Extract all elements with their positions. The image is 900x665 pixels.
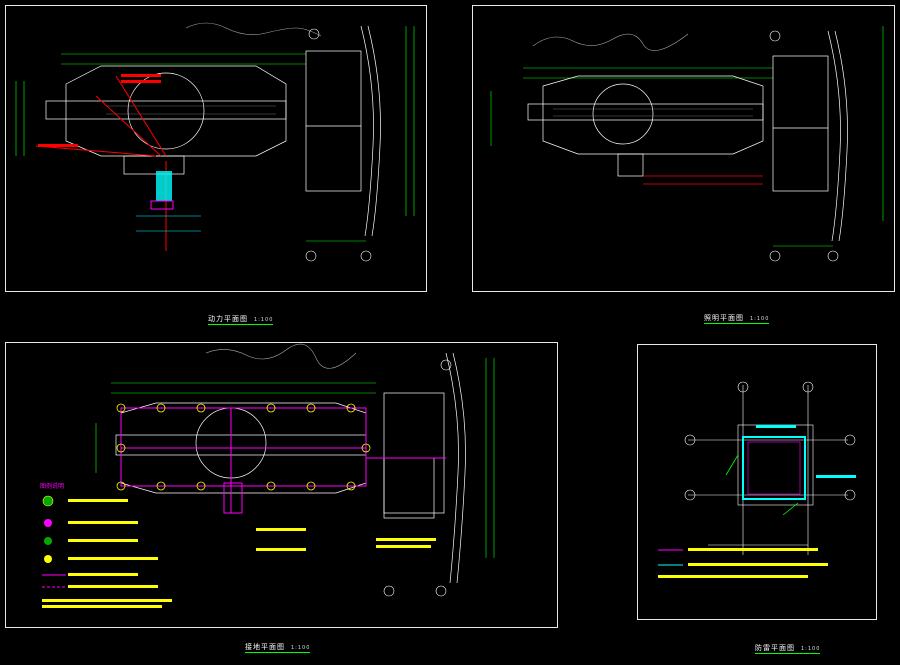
legend-heading: 图例说明 <box>40 483 65 490</box>
lighting-plan-caption: 照明平面图 1:100 <box>704 313 770 324</box>
power-plan-caption: 动力平面图 1:100 <box>208 314 274 325</box>
grounding-plan-sheet: 图例说明 <box>5 342 558 628</box>
title-underline <box>704 323 770 324</box>
lighting-plan-sheet <box>472 5 895 292</box>
lighting-plan-drawing <box>490 26 884 262</box>
title-underline <box>208 324 274 325</box>
lighting-plan-scale: 1:100 <box>750 316 770 322</box>
lighting-plan-title: 照明平面图 <box>704 314 744 322</box>
grounding-plan-drawing <box>42 343 495 608</box>
power-plan-sheet <box>5 5 427 292</box>
lightning-plan-scale: 1:100 <box>801 646 821 652</box>
title-underline <box>245 652 311 653</box>
lightning-plan-caption: 防雷平面图 1:100 <box>755 643 821 654</box>
title-underline <box>755 653 821 654</box>
grounding-plan-caption: 接地平面图 1:100 <box>245 642 311 653</box>
lightning-plan-sheet <box>637 344 877 620</box>
power-plan-drawing <box>15 22 415 262</box>
lightning-plan-drawing <box>658 381 856 578</box>
grounding-plan-scale: 1:100 <box>291 645 311 651</box>
lightning-plan-title: 防雷平面图 <box>755 644 795 652</box>
grounding-plan-title: 接地平面图 <box>245 643 285 651</box>
power-plan-title: 动力平面图 <box>208 315 248 323</box>
power-plan-scale: 1:100 <box>254 317 274 323</box>
